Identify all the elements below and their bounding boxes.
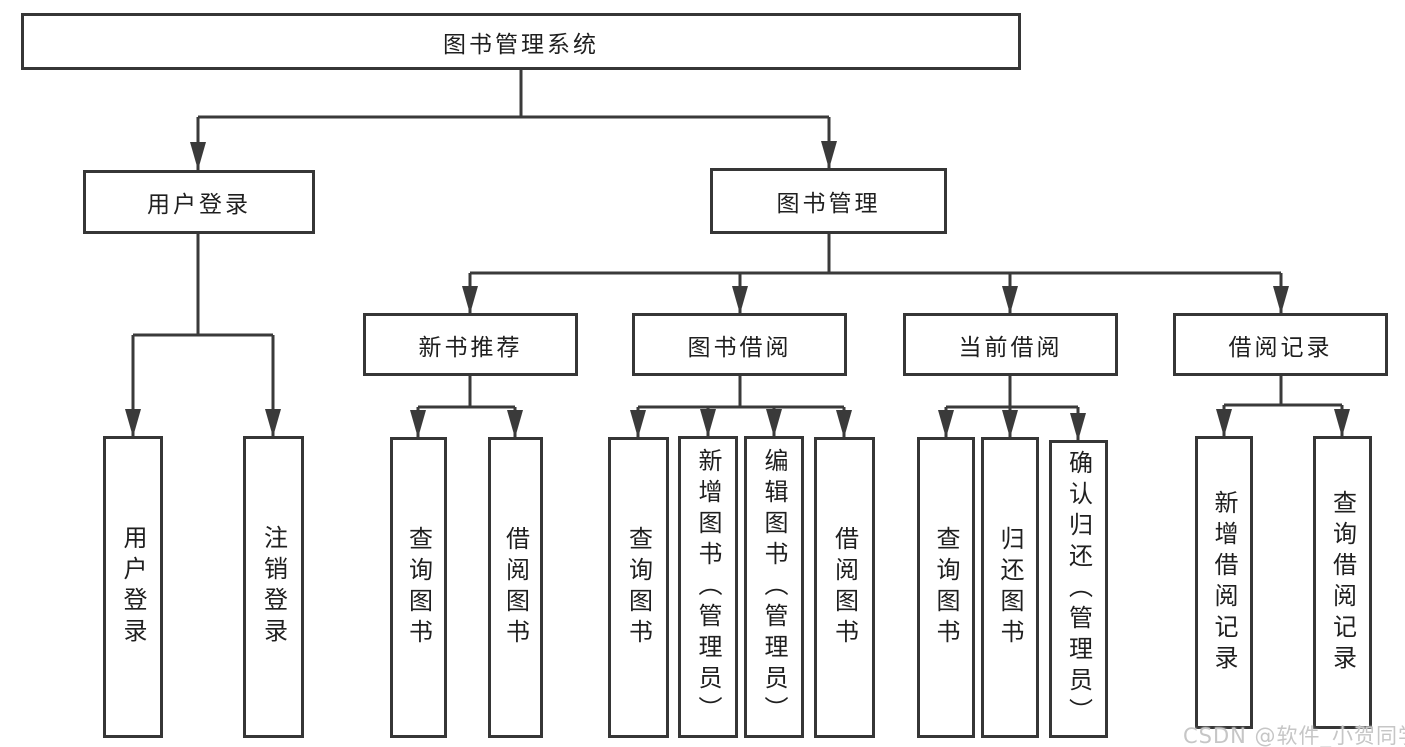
leaf-br-query-record: 查询借阅记录 [1313,436,1372,729]
leaf-user-login: 用户登录 [103,436,163,738]
node-borrowing-records: 借阅记录 [1173,313,1388,376]
leaf-bb-borrow-books: 借阅图书 [814,437,875,738]
leaf-bb-query-books: 查询图书 [608,437,669,738]
tree-trunk-lines [133,70,1342,409]
leaf-bb-edit-books-admin: 编辑图书（管理员） [744,436,804,738]
leaf-logout: 注销登录 [243,436,304,738]
leaf-cb-query-books: 查询图书 [917,437,975,738]
node-book-management: 图书管理 [710,168,947,234]
csdn-watermark: CSDN @软件_小贺同学 [1183,724,1405,747]
node-library-management-system: 图书管理系统 [21,13,1021,70]
leaf-bb-add-books-admin: 新增图书（管理员） [678,436,738,738]
leaf-cb-return-books: 归还图书 [981,437,1039,738]
leaf-rec-query-books: 查询图书 [390,437,447,738]
node-current-borrowing: 当前借阅 [903,313,1118,376]
leaf-rec-borrow-books: 借阅图书 [488,437,543,738]
leaf-br-add-record: 新增借阅记录 [1195,436,1253,729]
node-new-book-recommendation: 新书推荐 [363,313,578,376]
node-user-login: 用户登录 [83,170,315,234]
node-book-borrowing: 图书借阅 [632,313,847,376]
leaf-cb-confirm-return-admin: 确认归还（管理员） [1049,440,1108,738]
